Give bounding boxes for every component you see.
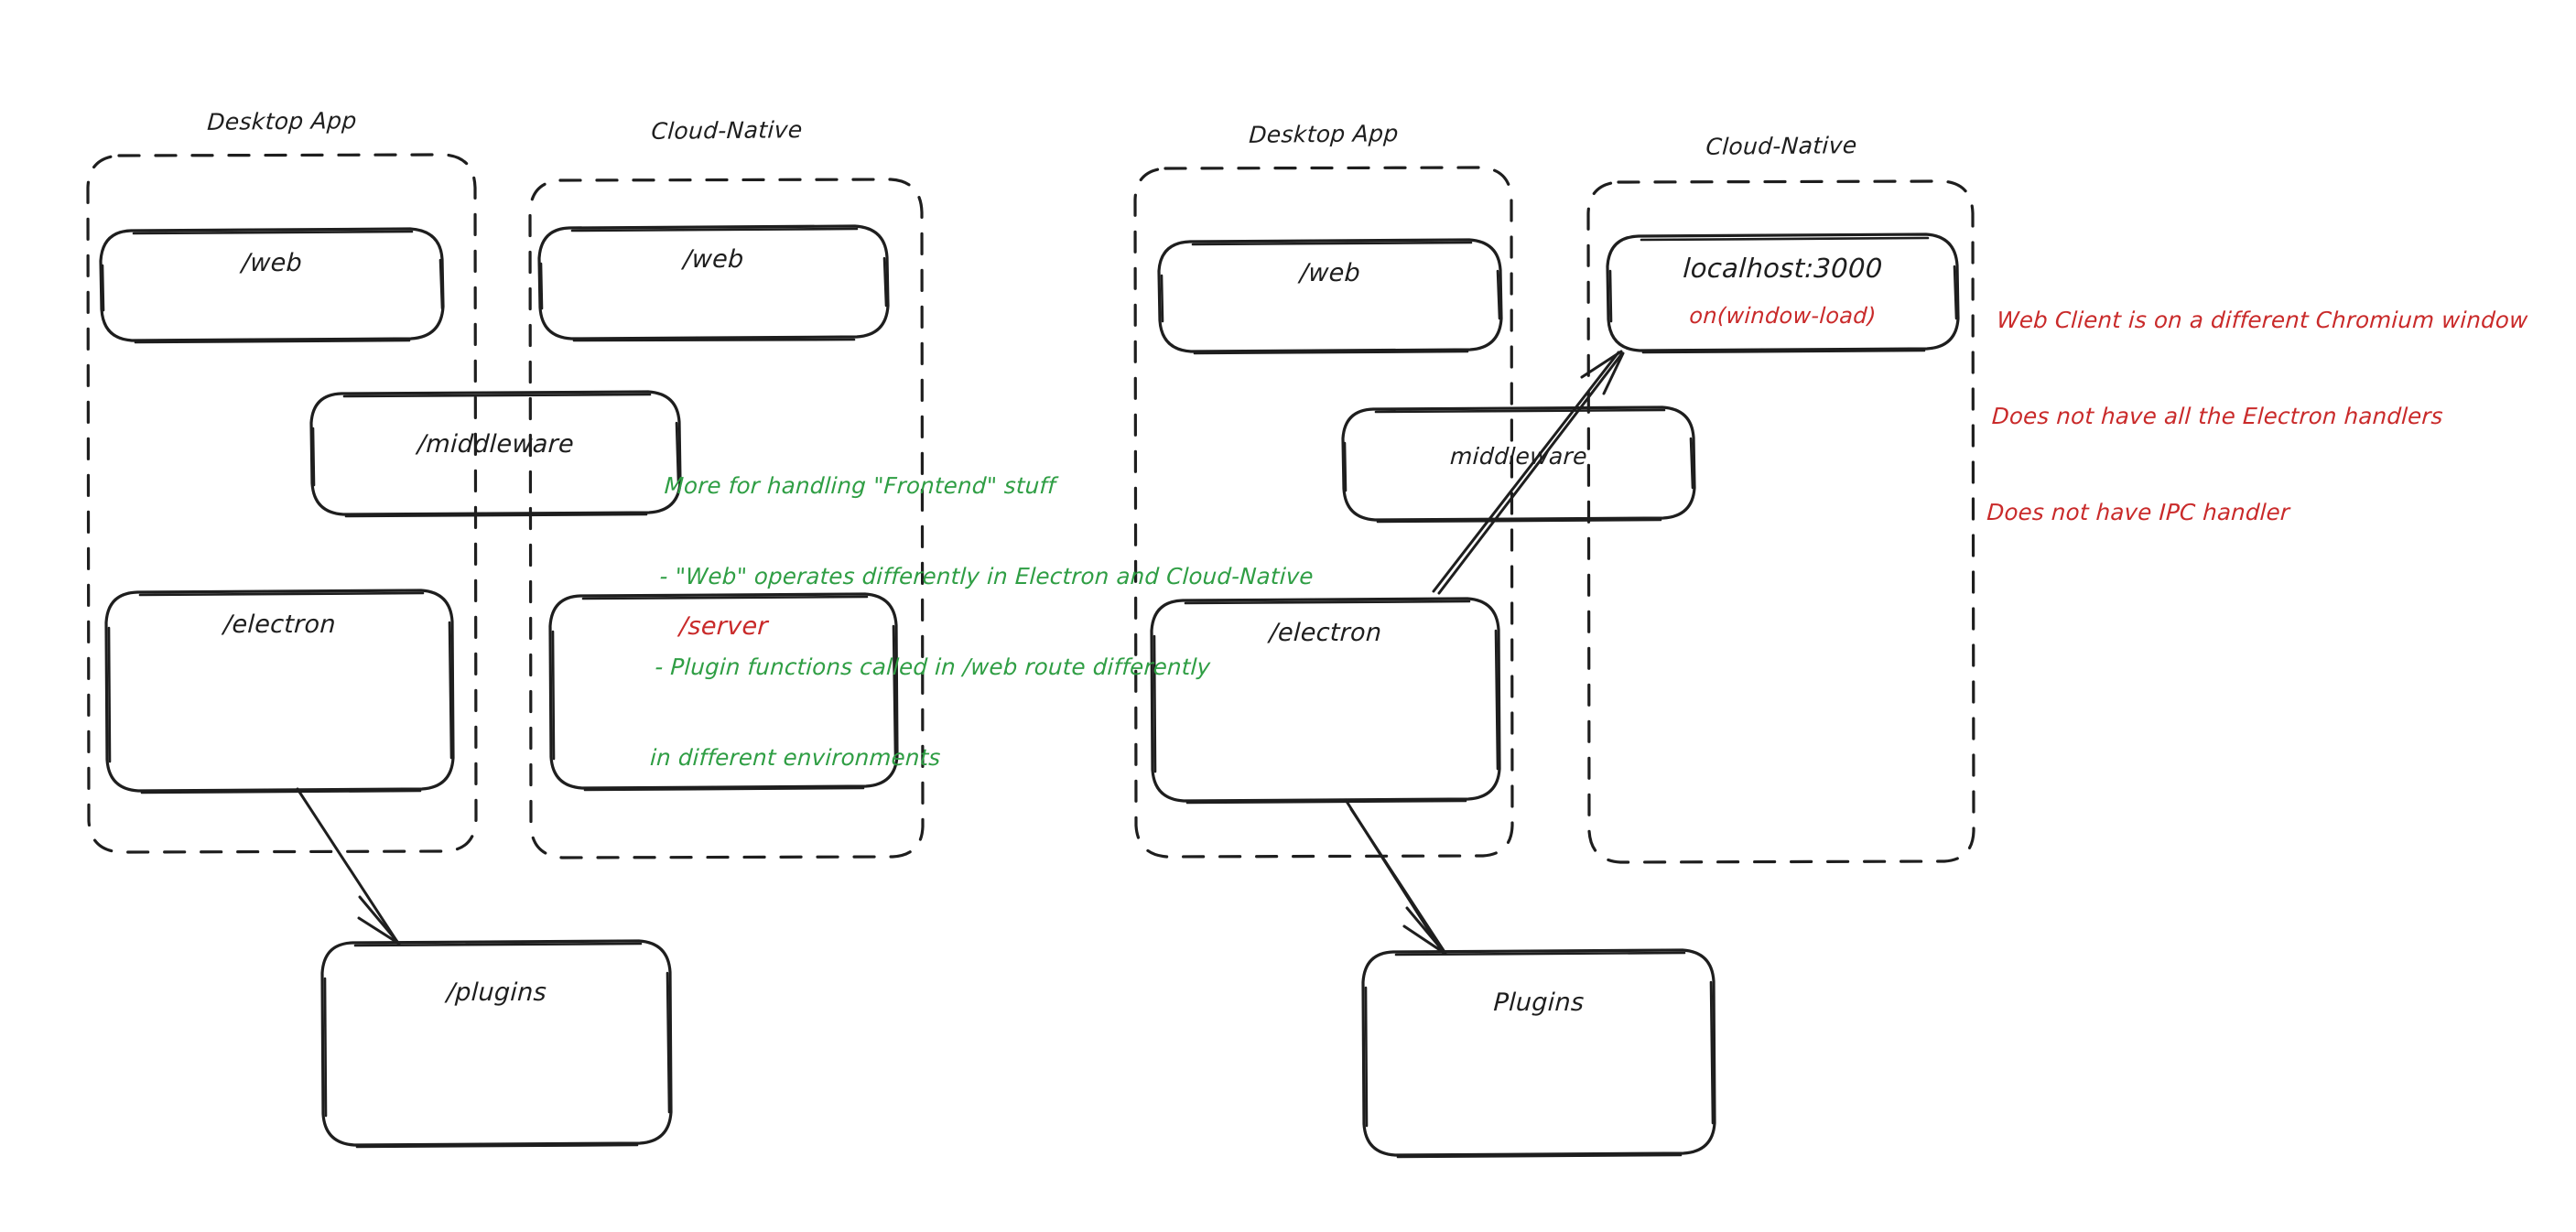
box-left-cloud-web: [537, 224, 890, 342]
box-label-right-middleware: middleware: [1449, 443, 1588, 470]
group-left-cloud-native: [528, 178, 925, 859]
arrow-right-electron-to-plugins: [1344, 798, 1447, 956]
group-right-cloud-native: [1586, 179, 1975, 864]
arrow-left-electron-to-plugins: [296, 787, 401, 946]
note-green-line-1: More for handling "Frontend" stuff: [664, 472, 1056, 499]
box-left-electron: [104, 589, 455, 794]
group-label-left-desktop-app: Desktop App: [206, 107, 358, 135]
box-left-plugins: [320, 939, 673, 1149]
box-sublabel-right-localhost-onload: on(window-load): [1688, 303, 1878, 329]
box-label-right-electron: /electron: [1268, 619, 1383, 647]
note-green-line-4: in different environments: [649, 744, 942, 771]
group-right-desktop-app: [1133, 166, 1514, 859]
note-red-web-client: Web Client is on a different Chromium wi…: [1983, 240, 2532, 592]
note-red-line-3: Does not have IPC handler: [1986, 499, 2291, 525]
box-right-electron: [1150, 597, 1501, 805]
box-right-middleware: [1341, 405, 1696, 524]
box-label-left-middleware: /middleware: [417, 430, 575, 459]
box-label-left-cloud-web: /web: [682, 245, 745, 274]
box-label-left-electron: /electron: [222, 611, 337, 639]
group-label-left-cloud-native: Cloud-Native: [650, 116, 804, 145]
box-label-left-plugins: /plugins: [446, 978, 547, 1007]
box-right-plugins: [1361, 948, 1716, 1159]
group-label-right-desktop-app: Desktop App: [1248, 120, 1400, 148]
box-label-right-localhost: localhost:3000: [1682, 253, 1884, 284]
note-green-line-3: - Plugin functions called in /web route …: [654, 654, 1212, 680]
note-red-line-2: Does not have all the Electron handlers: [1991, 403, 2444, 429]
box-left-server: [548, 592, 899, 792]
group-label-right-cloud-native: Cloud-Native: [1705, 132, 1858, 160]
box-left-desktop-web: [99, 227, 445, 344]
box-label-right-plugins: Plugins: [1492, 989, 1586, 1017]
box-label-right-desktop-web: /web: [1299, 259, 1361, 287]
arrow-right-electron-to-localhost: [1432, 350, 1625, 595]
note-green-line-2: - "Web" operates differently in Electron…: [658, 563, 1315, 589]
box-left-middleware: [309, 390, 682, 518]
box-right-localhost: [1606, 232, 1960, 354]
note-red-line-1: Web Client is on a different Chromium wi…: [1996, 307, 2529, 333]
box-label-left-desktop-web: /web: [241, 249, 303, 277]
box-right-desktop-web: [1157, 238, 1503, 355]
